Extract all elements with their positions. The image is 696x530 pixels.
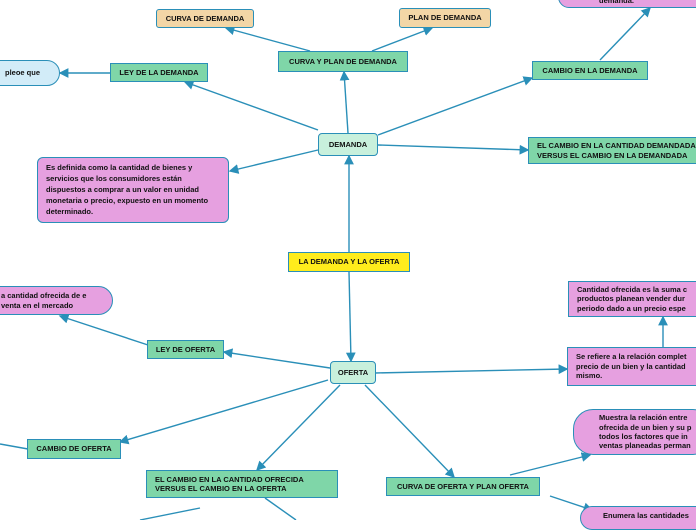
cambio-oferta-node[interactable]: CAMBIO DE OFERTA bbox=[27, 439, 121, 459]
link-oferta-cambio bbox=[118, 379, 329, 445]
link-oferta-curvaplan bbox=[364, 384, 455, 479]
ley-oferta-note[interactable]: a cantidad ofrecida de e venta en el mer… bbox=[0, 286, 113, 315]
link-curvaplan-plan bbox=[371, 26, 434, 52]
curva-plan-demanda-node[interactable]: CURVA Y PLAN DE DEMANDA bbox=[278, 51, 408, 72]
cambio-cantidad-demandada-node[interactable]: EL CAMBIO EN LA CANTIDAD DEMANDADA VERSU… bbox=[528, 137, 696, 164]
link-demanda-cambio bbox=[377, 76, 534, 136]
link-cantidadofrecida-down2 bbox=[264, 497, 297, 520]
link-oferta-ley bbox=[222, 348, 331, 369]
link-center-oferta bbox=[345, 271, 356, 363]
link-cambio-left bbox=[0, 443, 29, 450]
link-demanda-cantidad bbox=[377, 144, 530, 155]
ley-demanda-note[interactable]: pleoe que bbox=[0, 60, 60, 86]
ley-demanda-node[interactable]: LEY DE LA DEMANDA bbox=[110, 63, 208, 82]
link-cambio-note bbox=[599, 6, 651, 61]
ley-oferta-node[interactable]: LEY DE OFERTA bbox=[147, 340, 224, 359]
enumera-node[interactable]: Enumera las cantidades bbox=[580, 506, 696, 530]
link-oferta-cantidadofrecida bbox=[256, 384, 341, 472]
link-demanda-def bbox=[228, 149, 319, 174]
oferta-node[interactable]: OFERTA bbox=[330, 361, 376, 384]
link-demanda-ley bbox=[183, 80, 319, 131]
link-curvaoferta-muestra bbox=[509, 452, 592, 476]
cantidad-ofrecida-node[interactable]: Cantidad ofrecida es la suma c productos… bbox=[568, 281, 696, 317]
cambio-demanda-note[interactable]: demanda. bbox=[558, 0, 696, 8]
muestra-relacion-node[interactable]: Muestra la relación entre ofrecida de un… bbox=[573, 409, 696, 455]
demanda-definicion[interactable]: Es definida como la cantidad de bienes y… bbox=[37, 157, 229, 223]
plan-demanda-node[interactable]: PLAN DE DEMANDA bbox=[399, 8, 491, 28]
link-oferta-rel bbox=[374, 364, 569, 375]
link-cantidadofrecida-down1 bbox=[139, 507, 201, 520]
cambio-demanda-node[interactable]: CAMBIO EN LA DEMANDA bbox=[532, 61, 648, 80]
link-demanda-curvaplan bbox=[339, 70, 350, 134]
link-curvaplan-curva bbox=[224, 25, 311, 52]
curva-plan-oferta-node[interactable]: CURVA DE OFERTA Y PLAN OFERTA bbox=[386, 477, 540, 496]
center-topic[interactable]: LA DEMANDA Y LA OFERTA bbox=[288, 252, 410, 272]
cambio-cantidad-ofrecida-node[interactable]: EL CAMBIO EN LA CANTIDAD OFRECIDA VERSUS… bbox=[146, 470, 338, 498]
demanda-node[interactable]: DEMANDA bbox=[318, 133, 378, 156]
oferta-relacion-node[interactable]: Se refiere a la relación complet precio … bbox=[567, 347, 696, 386]
link-leyoferta-note bbox=[58, 313, 149, 346]
curva-demanda-node[interactable]: CURVA DE DEMANDA bbox=[156, 9, 254, 28]
